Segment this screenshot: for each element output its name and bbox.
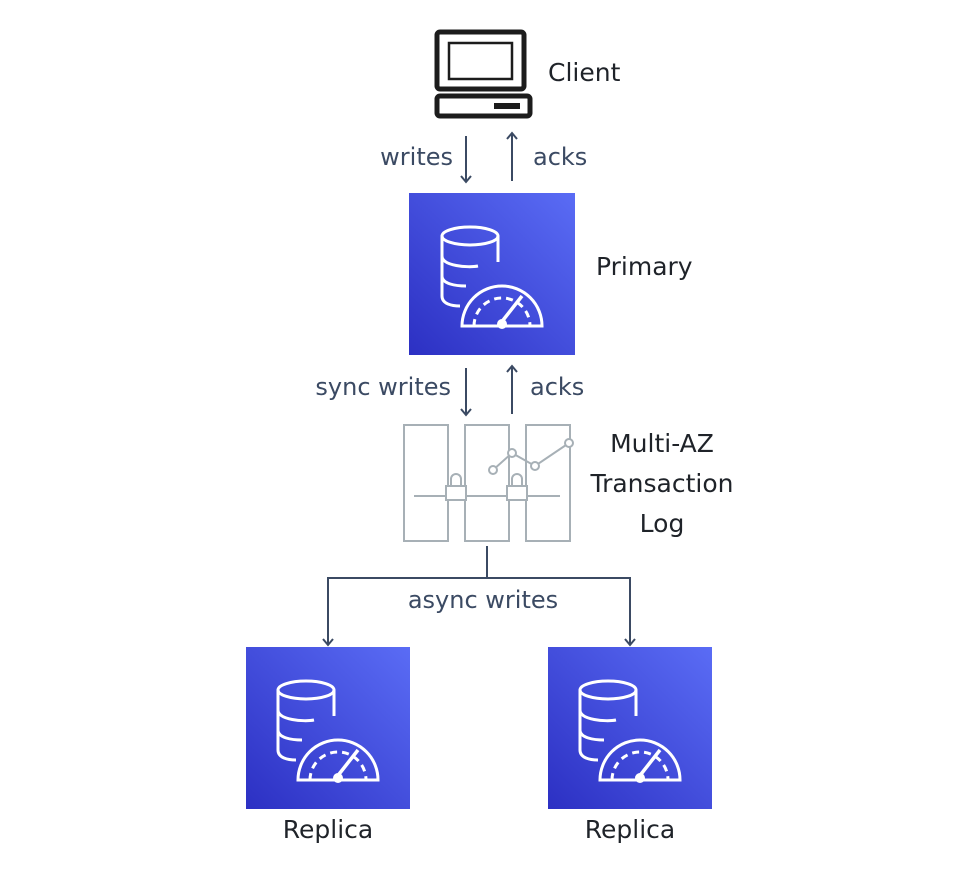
log-label-line-1: Multi-AZ [610,429,714,458]
async-writes-connector [322,546,636,647]
client-label: Client [548,58,621,87]
replica-right-label: Replica [585,815,675,844]
log-label-line-3: Log [640,509,685,538]
replica-right-service-box [548,647,712,809]
writes-label: writes [380,143,453,171]
acks-label-middle: acks [530,373,584,401]
sync-writes-label: sync writes [315,373,451,401]
log-label-line-2: Transaction [589,469,733,498]
primary-label: Primary [596,252,693,281]
async-writes-label: async writes [408,586,558,614]
transaction-log-icon [403,424,574,542]
acks-label-top: acks [533,143,587,171]
primary-service-box [409,193,575,355]
replica-left-label: Replica [283,815,373,844]
replica-left-service-box [246,647,410,809]
client-computer-icon [434,29,533,119]
